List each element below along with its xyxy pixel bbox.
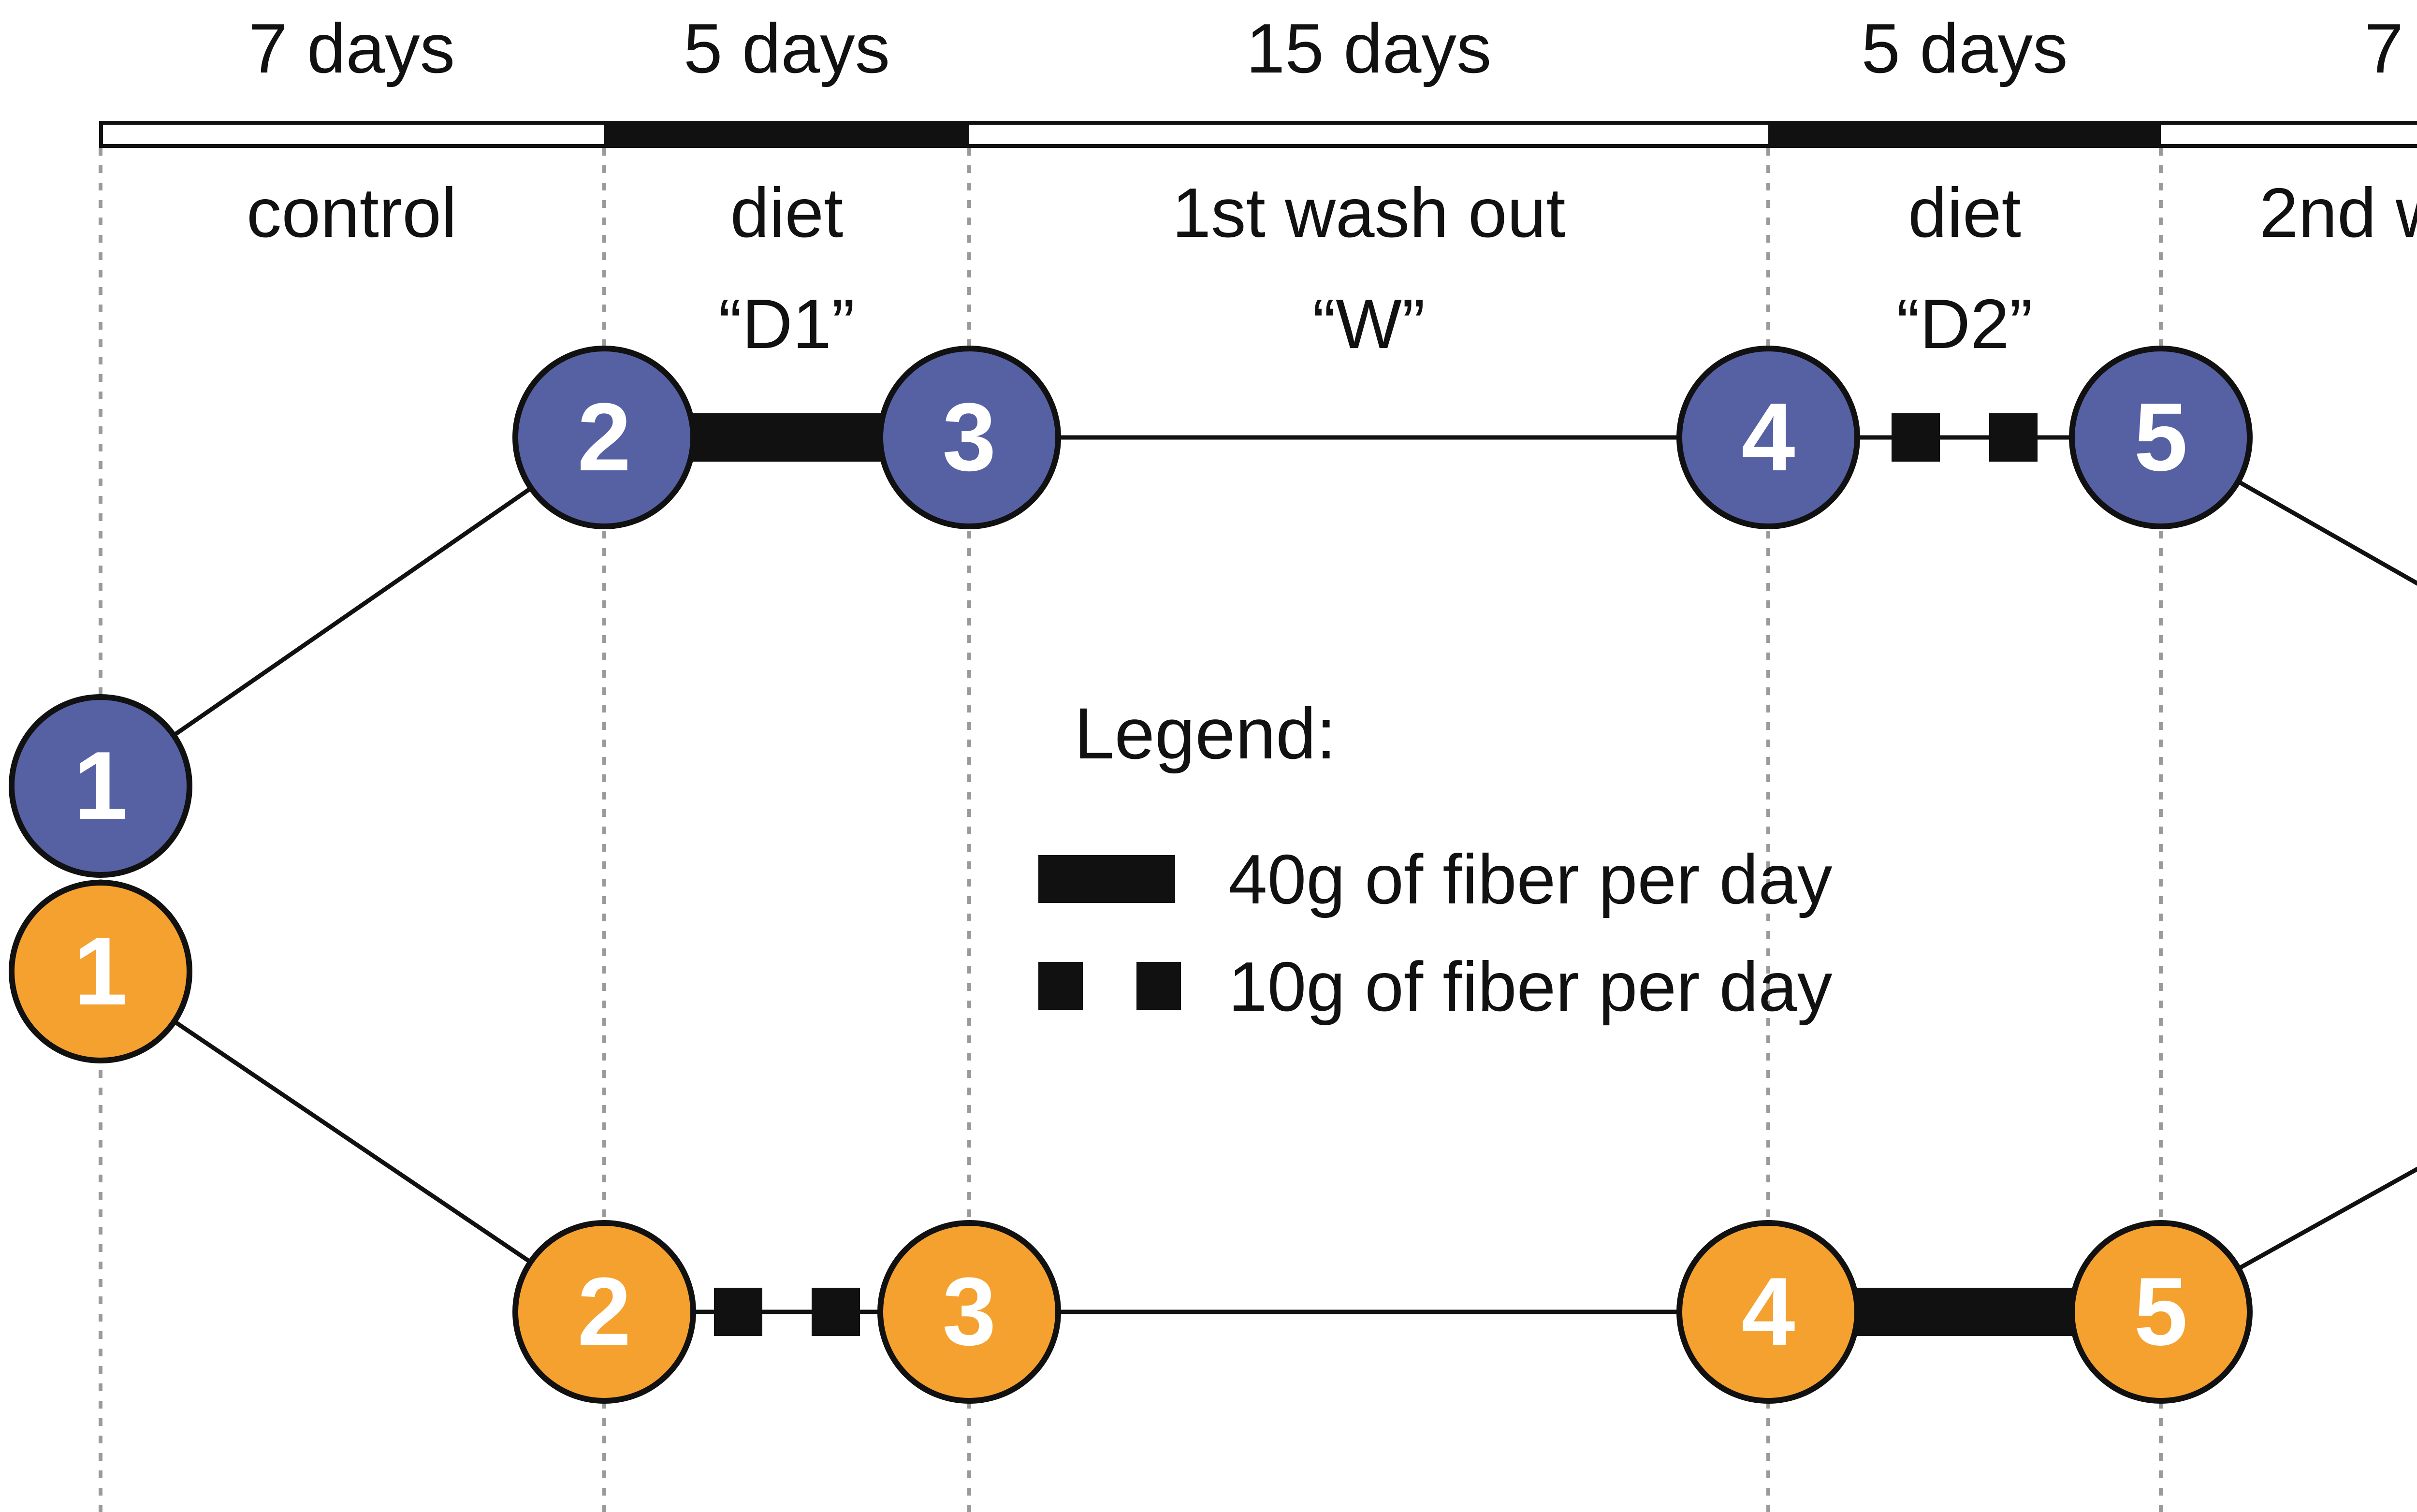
code-label-d1: “D1” [718, 285, 855, 363]
visit-number: 4 [1741, 383, 1795, 491]
visit-node-blue-5: 5 [2069, 346, 2253, 529]
timeline-diet-segment-1 [604, 121, 969, 148]
code-label-d2: “D2” [1896, 285, 2033, 363]
visit-node-orange-5: 5 [2069, 1220, 2253, 1404]
timeline-diet-segment-2 [1768, 121, 2161, 148]
fiber-10g-dash-blue-1 [1892, 413, 1940, 462]
visit-number: 4 [1741, 1258, 1795, 1366]
visit-number: 1 [73, 732, 128, 840]
dashed-guide-line-5 [2159, 148, 2163, 1512]
visit-node-blue-2: 2 [512, 346, 696, 529]
fiber-10g-dash-orange-1 [714, 1288, 762, 1336]
dashed-guide-line-3 [967, 148, 971, 1512]
visit-number: 3 [942, 1258, 996, 1366]
visit-number: 5 [2134, 1258, 2188, 1366]
duration-label-washout2: 7 days [2364, 9, 2417, 87]
edge-blue-5-6 [2159, 436, 2417, 586]
legend-swatch-10g-dash-2 [1136, 962, 1181, 1010]
visit-number: 2 [577, 1258, 631, 1366]
visit-node-blue-3: 3 [877, 346, 1061, 529]
visit-number: 1 [73, 917, 128, 1025]
legend-swatch-40g [1038, 855, 1175, 903]
phase-label-washout2: 2nd wash out [2259, 174, 2417, 252]
visit-node-blue-4: 4 [1676, 346, 1860, 529]
legend-label-10g: 10g of fiber per day [1228, 947, 1833, 1026]
dashed-guide-line-4 [1766, 148, 1770, 1512]
duration-label-diet2: 5 days [1861, 9, 2068, 87]
phase-label-washout1: 1st wash out [1172, 174, 1566, 252]
phase-label-diet1: diet [730, 174, 844, 252]
edge-orange-1-2 [99, 970, 606, 1314]
visit-node-orange-2: 2 [512, 1220, 696, 1404]
legend-label-40g: 40g of fiber per day [1228, 840, 1833, 918]
visit-number: 5 [2134, 383, 2188, 491]
duration-label-washout1: 15 days [1246, 9, 1492, 87]
code-label-w: “W” [1312, 285, 1426, 363]
legend-title: Legend: [1074, 693, 1337, 774]
visit-node-orange-3: 3 [877, 1220, 1061, 1404]
fiber-10g-dash-blue-2 [1989, 413, 2038, 462]
visit-node-orange-1: 1 [9, 880, 192, 1063]
visit-node-orange-4: 4 [1676, 1220, 1860, 1404]
edge-orange-5-6 [2159, 1166, 2417, 1314]
fiber-10g-dash-orange-2 [812, 1288, 860, 1336]
visit-number: 2 [577, 383, 631, 491]
duration-label-diet1: 5 days [683, 9, 890, 87]
phase-label-control: control [246, 174, 457, 252]
legend-swatch-10g-dash-1 [1038, 962, 1083, 1010]
edge-blue-1-2 [99, 436, 606, 788]
duration-label-control: 7 days [248, 9, 455, 87]
visit-node-blue-1: 1 [9, 694, 192, 878]
visit-number: 3 [942, 383, 996, 491]
phase-label-diet2: diet [1908, 174, 2021, 252]
dashed-guide-line-2 [602, 148, 606, 1512]
